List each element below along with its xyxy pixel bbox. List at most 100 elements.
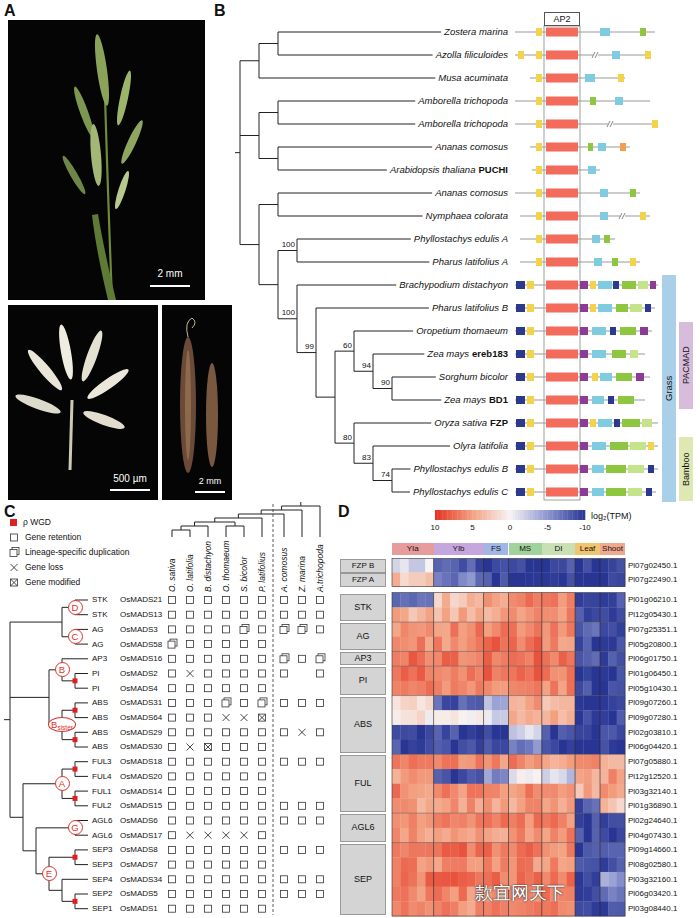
heatmap-cell [450, 857, 459, 872]
heatmap-cell [550, 857, 559, 872]
color-bar-step [558, 510, 561, 520]
heatmap-cell [442, 769, 451, 784]
heatmap-cell [509, 901, 518, 916]
color-bar-step [485, 510, 488, 520]
motif-box [630, 258, 636, 266]
heatmap-cell [542, 857, 551, 872]
heatmap-cell [400, 872, 409, 887]
heatmap-cell [492, 813, 501, 828]
heatmap-cell [608, 710, 617, 725]
heatmap-cell [434, 681, 443, 696]
species-name: Amborella trichopoda [418, 96, 508, 107]
heatmap-cell [542, 798, 551, 813]
heatmap-cell [575, 828, 584, 843]
color-bar-step [470, 510, 473, 520]
tree-branch [392, 377, 436, 378]
heatmap-cell [417, 607, 426, 622]
heatmap-cell [558, 681, 567, 696]
heatmap-cell [558, 637, 567, 652]
heatmap-cell [400, 666, 409, 681]
symbol-square [280, 626, 287, 633]
heatmap-frame [392, 593, 625, 916]
heatmap-cell [484, 828, 493, 843]
tree-branch [297, 239, 298, 262]
species-name: Azolla filiculoides [436, 50, 508, 61]
gene-group-box: SEP [340, 844, 386, 916]
species-name: Phyllostachys edulis C [413, 487, 508, 498]
tree-branch [297, 285, 396, 286]
motif-box [580, 465, 588, 473]
symbol-square [187, 597, 194, 604]
heatmap-cell [450, 901, 459, 916]
heatmap-cell [542, 813, 551, 828]
clade-name: SEP3 [92, 860, 112, 869]
heatmap-cell [608, 740, 617, 755]
heatmap-cell [400, 637, 409, 652]
heatmap-cell [608, 901, 617, 916]
motif-box [620, 143, 626, 151]
motif-box [630, 189, 636, 197]
motif-box [527, 488, 534, 496]
heatmap-cell [550, 740, 559, 755]
tree-branch [238, 514, 239, 518]
motif-box [580, 442, 588, 450]
tree-root [4, 719, 10, 720]
motif-box [527, 396, 534, 404]
heatmap-cell [442, 901, 451, 916]
clade-circle: D [68, 600, 83, 615]
heatmap-cell [392, 769, 401, 784]
tree-branch [244, 526, 245, 537]
species-name: Zea mays [427, 349, 469, 360]
heatmap-cell [525, 607, 534, 622]
heatmap-cell [608, 573, 617, 587]
heatmap-cell [459, 651, 468, 666]
motif-box [580, 350, 588, 358]
gene-tree [4, 600, 88, 909]
heatmap-cell [575, 696, 584, 711]
heatmap-cell [558, 901, 567, 916]
symbol-square [281, 891, 288, 898]
heatmap-cell [575, 754, 584, 769]
spikelet [112, 170, 131, 210]
symbol-square [169, 788, 176, 795]
node-text: YIb [453, 545, 465, 553]
gene-name: OsMADS3 [120, 625, 158, 634]
node-text: C [72, 632, 79, 642]
gene-id: Pl05g10430.1 [628, 684, 677, 693]
heatmap-cell [475, 828, 484, 843]
color-bar-step [570, 510, 573, 520]
bootstrap-value: 94 [362, 361, 371, 370]
motif-box [592, 488, 604, 496]
stigma [187, 318, 195, 337]
heatmap-cell [459, 593, 468, 608]
heatmap-cell [583, 740, 592, 755]
heatmap-cell [467, 769, 476, 784]
tree-branch [75, 894, 88, 895]
symbol-square [187, 773, 194, 780]
motif-box [600, 212, 608, 220]
heatmap-cell [592, 681, 601, 696]
clade-name: FUL2 [92, 801, 112, 810]
heatmap-cell [425, 666, 434, 681]
motif-box [612, 51, 620, 59]
heatmap-cell [425, 622, 434, 637]
heatmap-cell [608, 696, 617, 711]
heatmap-cell [500, 901, 509, 916]
color-bar-step [443, 510, 446, 520]
tree-branch [297, 352, 316, 353]
heatmap-cell [434, 798, 443, 813]
clade-name: AG [92, 640, 104, 649]
heatmap-cell [450, 725, 459, 740]
legend-item: Lineage-specific duplication [8, 546, 129, 558]
heatmap-cell [400, 710, 409, 725]
clade-name: ABS [92, 698, 108, 707]
heatmap-cell [409, 681, 418, 696]
heatmap-cell [400, 622, 409, 637]
color-bar-step [550, 510, 553, 520]
heatmap-cell [558, 651, 567, 666]
heatmap-cell [492, 901, 501, 916]
symbol-square [281, 729, 288, 736]
heatmap-cell [517, 828, 526, 843]
heatmap-cell [517, 681, 526, 696]
heatmap-cell [558, 740, 567, 755]
